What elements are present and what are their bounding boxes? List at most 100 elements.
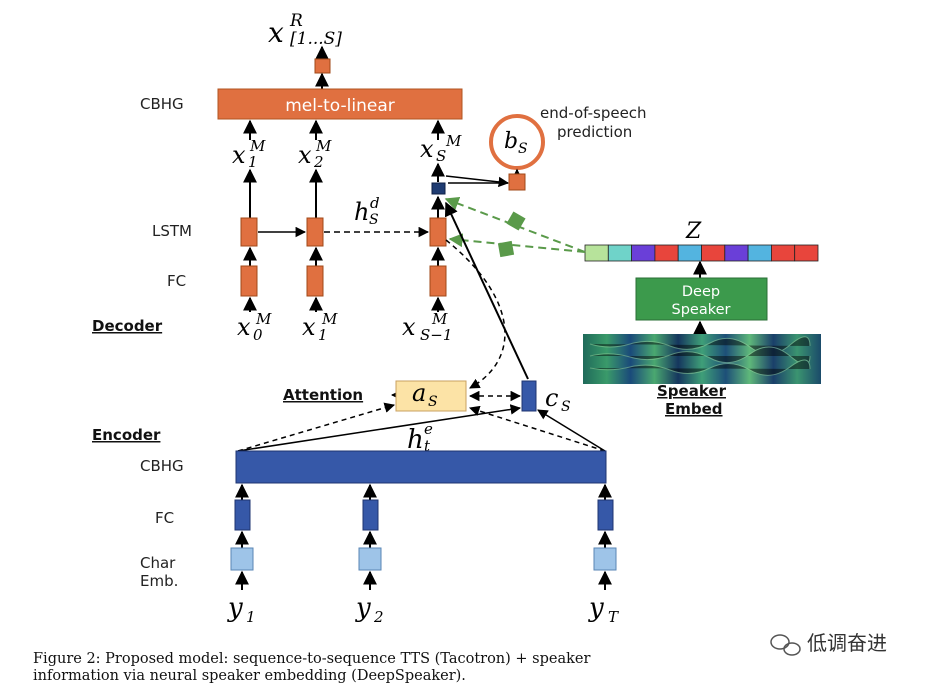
svg-text:a: a: [412, 379, 426, 407]
decoder-title: Decoder: [92, 317, 163, 335]
embedding-cell: [584, 244, 609, 262]
embedding-cell: [631, 244, 656, 262]
mel-to-linear-label: mel-to-linear: [285, 96, 394, 116]
lstm-cell-s: [429, 217, 447, 247]
svg-text:b: b: [504, 129, 518, 154]
fc-dec-cell-1: [240, 265, 258, 297]
svg-text:0: 0: [253, 326, 263, 344]
svg-text:M: M: [315, 137, 332, 155]
cbhg-encoder-box: [235, 450, 607, 484]
context-vector-box: [521, 380, 537, 412]
x2-output-label: x M 2: [298, 137, 332, 171]
svg-text:x: x: [420, 135, 434, 163]
deep-speaker-label-1: Deep: [682, 284, 720, 300]
svg-text:R: R: [289, 11, 303, 31]
lstm-cell-2: [306, 217, 324, 247]
projection-block-1: [506, 211, 526, 231]
bs-label: b S: [504, 129, 528, 157]
svg-text:x: x: [298, 141, 312, 169]
svg-text:M: M: [255, 310, 272, 328]
hd-label: h d S: [354, 194, 380, 228]
svg-text:t: t: [424, 437, 431, 455]
he-label: h e t: [407, 420, 433, 455]
yT-label: y T: [588, 593, 619, 626]
svg-text:1: 1: [248, 153, 258, 171]
wechat-icon: [770, 634, 801, 656]
char-emb-label-1: Char: [140, 554, 176, 572]
svg-text:M: M: [445, 132, 462, 150]
lstm-cell-1: [240, 217, 258, 247]
cs-label: c S: [545, 384, 571, 415]
svg-text:S: S: [518, 141, 528, 157]
attention-box: [395, 380, 467, 412]
decoder-state-node: [431, 182, 446, 195]
as-label: a S: [412, 379, 438, 410]
svg-text:1: 1: [246, 608, 256, 626]
xs-1-input-label: x M S−1: [402, 310, 452, 344]
fc-enc-cell-2: [362, 499, 379, 531]
embedding-cell: [794, 244, 819, 262]
z-label: Z: [685, 219, 702, 244]
speaker-embed-label-2: Embed: [665, 400, 723, 418]
x1-output-label: M x M 1: [232, 137, 266, 171]
speaker-embed-label-1: Speaker: [657, 382, 727, 400]
svg-text:S: S: [436, 147, 446, 165]
svg-text:h: h: [407, 425, 424, 455]
svg-text:d: d: [370, 194, 380, 212]
svg-text:M: M: [249, 137, 266, 155]
cbhg-decoder-label: CBHG: [140, 95, 184, 113]
fc-enc-cell-1: [234, 499, 251, 531]
spectrogram-texture: [589, 336, 811, 376]
bs-circle: [489, 114, 545, 170]
svg-text:T: T: [608, 608, 619, 626]
svg-text:1: 1: [318, 326, 328, 344]
embedding-cell: [747, 244, 772, 262]
svg-text:S: S: [561, 399, 571, 415]
y1-label: y 1: [227, 593, 256, 626]
embedding-cell: [771, 244, 796, 262]
embedding-cell: [724, 244, 749, 262]
fc-decoder-label: FC: [167, 272, 186, 290]
lstm-label: LSTM: [152, 222, 192, 240]
fc-dec-cell-2: [306, 265, 324, 297]
y2-label: y 2: [355, 593, 384, 626]
spectrogram-image: [583, 334, 821, 384]
svg-text:S: S: [369, 212, 379, 228]
svg-text:x: x: [268, 16, 284, 49]
speaker-embedding-vector: [584, 244, 819, 262]
svg-text:2: 2: [313, 153, 324, 171]
svg-text:y: y: [588, 593, 604, 623]
x0-input-label: x M 0: [237, 310, 272, 344]
svg-text:c: c: [545, 384, 558, 412]
svg-text:[1...S]: [1...S]: [290, 29, 342, 49]
embedding-cell: [701, 244, 726, 262]
xs-output-label: x M S: [420, 132, 462, 165]
fc-dec-cell-s: [429, 265, 447, 297]
output-linear-label: x R [1...S]: [268, 11, 342, 49]
fc-encoder-label: FC: [155, 509, 174, 527]
svg-text:h: h: [354, 198, 369, 226]
eos-label-2: prediction: [557, 123, 632, 141]
cbhg-encoder-label: CBHG: [140, 457, 184, 475]
svg-text:x: x: [237, 313, 251, 341]
char-emb-cell-2: [358, 547, 382, 571]
svg-text:x: x: [302, 313, 316, 341]
svg-text:e: e: [424, 420, 433, 438]
mel-to-linear-box: [217, 88, 463, 120]
embedding-cell: [677, 244, 702, 262]
svg-text:x: x: [232, 141, 246, 169]
output-block: [314, 58, 331, 74]
eos-label-1: end-of-speech: [540, 104, 647, 122]
embedding-cell: [654, 244, 679, 262]
deep-speaker-label-2: Speaker: [672, 302, 731, 318]
fc-enc-cell-t: [597, 499, 614, 531]
char-emb-cell-t: [593, 547, 617, 571]
eos-block: [508, 173, 526, 191]
deep-speaker-box: [635, 277, 768, 321]
svg-text:M: M: [321, 310, 338, 328]
char-emb-label-2: Emb.: [140, 572, 178, 590]
x1-input-label: x M 1: [302, 310, 338, 344]
svg-text:y: y: [227, 593, 243, 623]
svg-text:y: y: [355, 593, 371, 623]
caption-line-2: information via neural speaker embedding…: [33, 668, 466, 684]
